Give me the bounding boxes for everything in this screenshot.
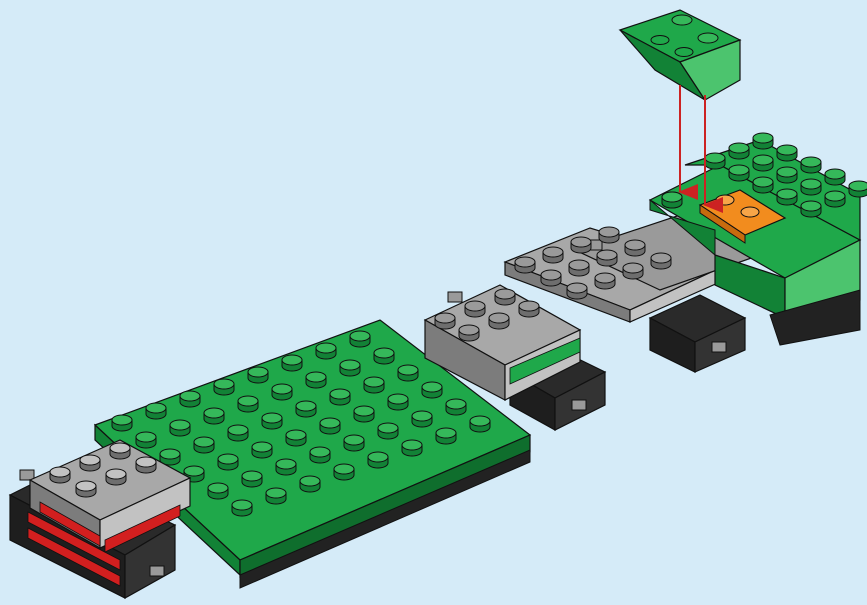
green-stud	[194, 437, 214, 447]
green-stud	[286, 430, 306, 440]
green-stud	[238, 396, 258, 406]
green-stud	[330, 389, 350, 399]
green-stud	[344, 435, 364, 445]
green-stud	[262, 413, 282, 423]
green-stud	[266, 488, 286, 498]
green-stud	[160, 449, 180, 459]
green-stud	[777, 145, 797, 155]
green-stud	[801, 179, 821, 189]
green-stud	[170, 420, 190, 430]
green-stud	[412, 411, 432, 421]
gray-stud	[567, 283, 587, 293]
green-stud	[825, 191, 845, 201]
green-stud	[402, 440, 422, 450]
green-stud	[470, 416, 490, 426]
green-stud	[180, 391, 200, 401]
green-stud	[228, 425, 248, 435]
green-stud	[753, 133, 773, 143]
gray-stud	[110, 443, 130, 453]
gray-stud	[489, 313, 509, 323]
green-stud	[705, 153, 725, 163]
green-stud	[340, 360, 360, 370]
gray-stud	[76, 481, 96, 491]
green-stud	[242, 471, 262, 481]
gray-stud	[435, 313, 455, 323]
gray-stud	[623, 263, 643, 273]
gray-stud	[515, 257, 535, 267]
green-stud	[296, 401, 316, 411]
gray-stud	[519, 301, 539, 311]
green-stud	[446, 399, 466, 409]
green-stud	[272, 384, 292, 394]
green-stud	[112, 415, 132, 425]
gray-stud	[136, 457, 156, 467]
green-stud	[184, 466, 204, 476]
green-stud	[753, 155, 773, 165]
gray-stud	[541, 270, 561, 280]
gray-stud	[651, 253, 671, 263]
green-stud	[729, 143, 749, 153]
gray-stud	[569, 260, 589, 270]
green-stud	[214, 379, 234, 389]
green-stud	[388, 394, 408, 404]
gray-stud	[597, 250, 617, 260]
green-stud	[729, 165, 749, 175]
green-stud	[306, 372, 326, 382]
green-stud	[662, 192, 682, 202]
green-stud	[777, 189, 797, 199]
green-stud	[300, 476, 320, 486]
green-stud	[436, 428, 456, 438]
green-stud	[208, 483, 228, 493]
green-stud	[378, 423, 398, 433]
green-stud	[368, 452, 388, 462]
green-stud	[218, 454, 238, 464]
green-stud	[777, 167, 797, 177]
gray-stud	[465, 301, 485, 311]
green-stud	[146, 403, 166, 413]
orange-stud	[716, 195, 734, 205]
green-stud	[316, 343, 336, 353]
green-stud	[136, 432, 156, 442]
green-stud	[801, 201, 821, 211]
gray-stud	[495, 289, 515, 299]
green-stud	[422, 382, 442, 392]
green-stud	[801, 157, 821, 167]
gray-stud	[599, 227, 619, 237]
green-stud	[334, 464, 354, 474]
green-stud	[825, 169, 845, 179]
gray-stud	[106, 469, 126, 479]
green-stud	[232, 500, 252, 510]
green-stud	[398, 365, 418, 375]
green-stud	[364, 377, 384, 387]
green-stud	[354, 406, 374, 416]
green-stud	[204, 408, 224, 418]
gray-stud	[543, 247, 563, 257]
green-stud	[849, 181, 867, 191]
gray-stud	[80, 455, 100, 465]
gray-stud	[595, 273, 615, 283]
green-stud	[350, 331, 370, 341]
green-stud	[252, 442, 272, 452]
gray-stud	[571, 237, 591, 247]
green-stud	[276, 459, 296, 469]
green-stud	[753, 177, 773, 187]
green-stud	[374, 348, 394, 358]
green-stud	[282, 355, 302, 365]
green-stud	[320, 418, 340, 428]
orange-stud	[741, 207, 759, 217]
green-stud	[310, 447, 330, 457]
gray-stud	[50, 467, 70, 477]
gray-stud	[459, 325, 479, 335]
gray-stud	[625, 240, 645, 250]
green-stud	[248, 367, 268, 377]
